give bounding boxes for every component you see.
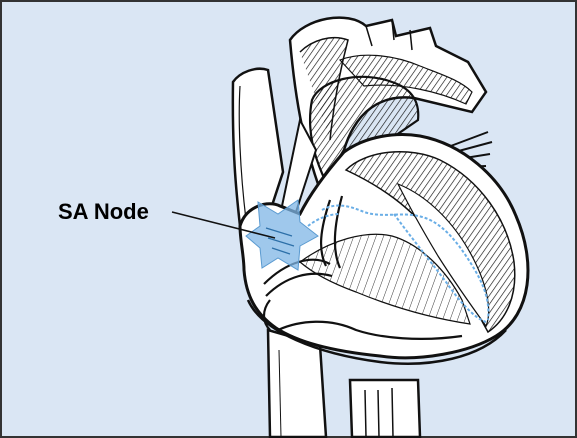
descending-vessel	[350, 380, 420, 437]
sa-node-label: SA Node	[58, 199, 149, 225]
